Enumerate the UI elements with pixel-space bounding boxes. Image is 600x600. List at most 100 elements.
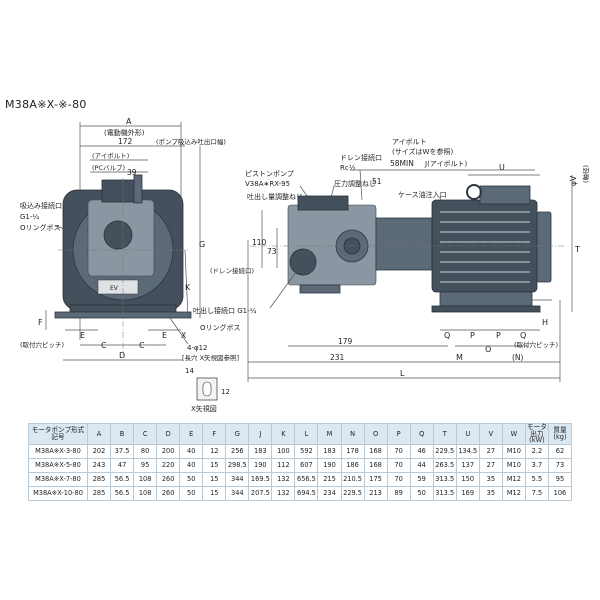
table-cell: 47	[110, 457, 135, 473]
dim-110-label: 110	[252, 238, 267, 247]
table-cell: 175	[363, 471, 388, 487]
table-cell: 95	[547, 471, 573, 487]
table-cell: 285	[86, 471, 112, 487]
eyebolt-icon	[466, 184, 482, 200]
table-cell: 56.5	[110, 471, 135, 487]
dim-179-label: 179	[338, 337, 353, 346]
table-cell: 210.5	[340, 471, 365, 487]
header-cell: A	[86, 423, 112, 445]
table-cell: 229.5	[432, 443, 457, 459]
table-cell: 285	[86, 485, 112, 501]
table-cell: 178	[340, 443, 365, 459]
mounting-pitch-left-label: (取付穴ピッチ)	[20, 340, 64, 349]
header-cell: C	[133, 423, 158, 445]
table-cell: 80	[133, 443, 158, 459]
table-row: M38A※X-3-80 202 37.5 80 200 40 12 256 18…	[28, 443, 573, 459]
nameplate-text: EV	[110, 285, 119, 292]
dim-12-label: 12	[221, 388, 230, 396]
table-cell: 35	[478, 471, 503, 487]
table-cell: 59	[409, 471, 434, 487]
o-ring-boss-right-label: Oリングボス	[200, 323, 241, 332]
table-cell: 62	[547, 443, 573, 459]
dim-f-label: F	[38, 318, 43, 327]
table-row: M38A※X-7-80 285 56.5 108 260 50 15 344 1…	[28, 471, 573, 487]
dim-t-label: T	[574, 245, 580, 254]
table-cell: 70	[386, 457, 411, 473]
table-cell: 40	[179, 443, 204, 459]
table-cell: 243	[86, 457, 112, 473]
spec-table-header: モータポンプ形式記号 A B C D E F G J K L M N O P Q…	[28, 423, 573, 445]
dim-p-1-label: P	[470, 331, 475, 340]
dim-p-2-label: P	[496, 331, 501, 340]
table-cell: 100	[271, 443, 296, 459]
header-cell: B	[110, 423, 135, 445]
table-cell: 46	[409, 443, 434, 459]
table-cell: 56.5	[110, 485, 135, 501]
x-view-label: X矢視図	[191, 404, 217, 413]
eyebolt-small-label: (アイボルト)	[92, 152, 129, 160]
dim-39-label: 39	[127, 168, 137, 177]
table-cell: 169.5	[248, 471, 273, 487]
table-cell: 150	[455, 471, 480, 487]
table-cell: 256	[225, 443, 250, 459]
table-cell: M12	[501, 471, 526, 487]
dim-u-label: U	[499, 163, 505, 172]
header-cell: O	[363, 423, 388, 445]
dim-c-left-label: C	[101, 341, 107, 350]
table-cell: 5.5	[524, 471, 549, 487]
header-cell: J	[248, 423, 273, 445]
discharge-adj-label: 吐出し量調整ねじ	[247, 192, 303, 201]
eyebolt-label: アイボルト	[392, 138, 427, 146]
dimension-drawing: A (電動機外形) 172 (ポンプ吸込み吐出口幅) (アイボルト) (PCバル…	[20, 117, 590, 413]
table-cell: 607	[294, 457, 319, 473]
dim-h-label: H	[542, 318, 548, 327]
table-cell: 168	[363, 443, 388, 459]
table-cell: 215	[317, 471, 342, 487]
table-cell: 234	[317, 485, 342, 501]
table-cell: 183	[248, 443, 273, 459]
table-cell: 202	[86, 443, 112, 459]
header-cell: U	[455, 423, 480, 445]
end-view: A (電動機外形) 172 (ポンプ吸込み吐出口幅) (アイボルト) (PCバル…	[20, 117, 239, 413]
motor-feet-side	[439, 291, 533, 307]
table-cell: 132	[271, 471, 296, 487]
header-cell: 質量 (kg)	[547, 423, 573, 445]
eyebolt-size-label: (サイズはWを参照)	[392, 147, 453, 156]
dim-e-left-label: E	[80, 331, 85, 340]
table-row: M38A※X-10-80 285 56.5 108 260 50 15 344 …	[28, 485, 573, 501]
table-cell: 3.7	[524, 457, 549, 473]
dim-q-2-label: Q	[520, 331, 526, 340]
header-cell: N	[340, 423, 365, 445]
table-cell: 44	[409, 457, 434, 473]
table-cell: M38A※X-7-80	[28, 471, 88, 487]
terminal-box	[479, 185, 531, 205]
drain-port-small-label: (ドレン接続口)	[210, 266, 254, 275]
table-cell: 207.5	[248, 485, 273, 501]
header-cell: D	[156, 423, 181, 445]
table-cell: 73	[547, 457, 573, 473]
hole-spec-label: 4-φ12	[187, 344, 208, 352]
page-title: M38A※X-※-80	[5, 98, 87, 111]
dim-e-right-label: E	[162, 331, 167, 340]
side-view: ピストンポンプ V38A∗RX-95 ドレン接続口 Rc½ 58MIN 圧力調整…	[193, 138, 590, 382]
dim-phiv-label: φV	[569, 175, 578, 186]
table-cell: M10	[501, 443, 526, 459]
table-cell: 7.5	[524, 485, 549, 501]
table-cell: 50	[179, 485, 204, 501]
pump-port-end	[103, 220, 133, 250]
spec-table: モータポンプ形式記号 A B C D E F G J K L M N O P Q…	[28, 423, 573, 501]
table-cell: 260	[156, 471, 181, 487]
header-cell: K	[271, 423, 296, 445]
table-cell: 220	[156, 457, 181, 473]
piston-pump-label: ピストンポンプ	[245, 170, 294, 178]
eyebolt-j-label: J(アイボルト)	[424, 160, 467, 168]
pc-valve-end	[101, 179, 137, 203]
pressure-adj-label: 圧力調整ねじ	[334, 179, 376, 188]
table-cell: 656.5	[294, 471, 319, 487]
drain-port-spec: Rc½	[340, 164, 356, 172]
table-cell: 108	[133, 471, 158, 487]
dim-51-label: 51	[372, 177, 382, 186]
table-cell: 89	[386, 485, 411, 501]
dim-g-label: G	[199, 240, 205, 249]
table-cell: 40	[179, 457, 204, 473]
